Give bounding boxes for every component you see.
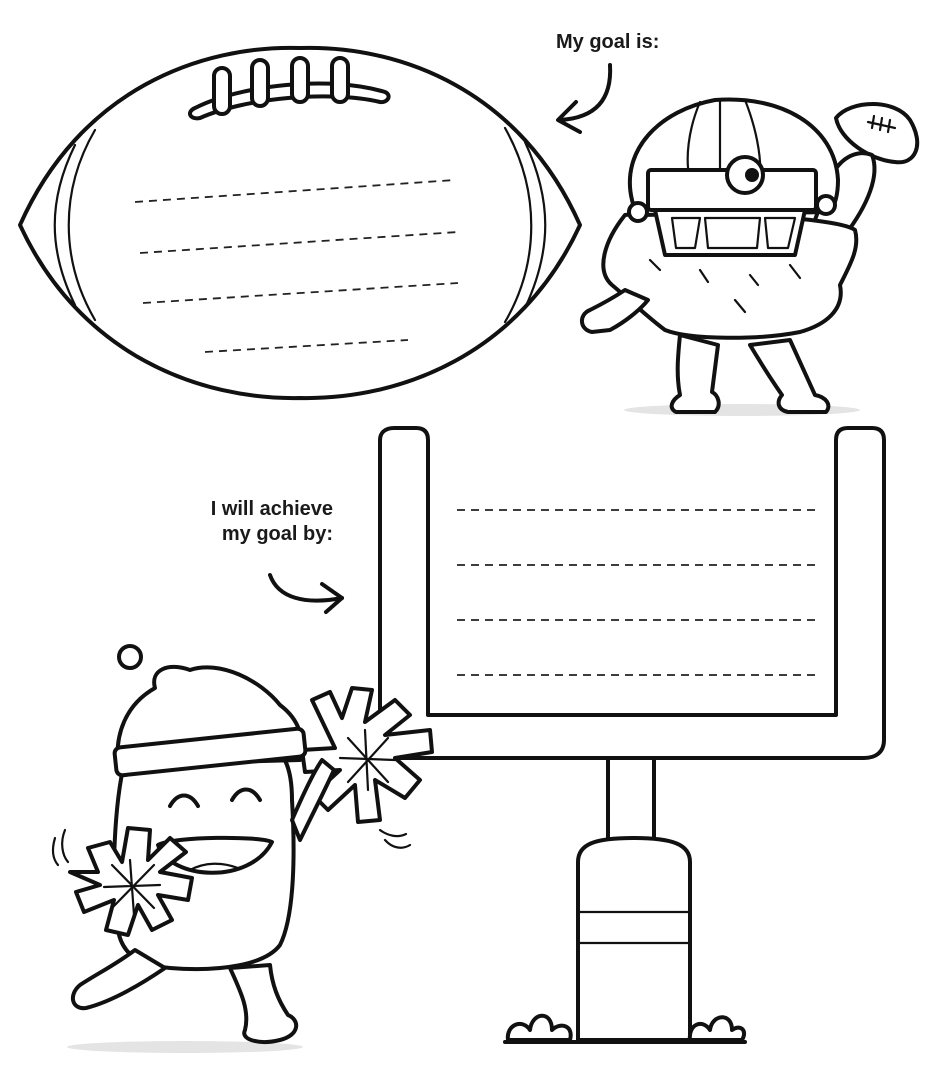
cheerleader-monster-icon	[51, 644, 434, 1053]
achieve-label: I will achieve my goal by:	[170, 497, 333, 547]
goal-label: My goal is:	[556, 31, 660, 53]
goal-writing-lines	[134, 179, 459, 353]
football-player-monster-icon	[580, 97, 920, 416]
football-icon	[18, 45, 582, 401]
achieve-writing-lines	[457, 509, 815, 676]
achieve-label-line1: I will achieve	[210, 498, 333, 520]
curved-arrow-icon	[556, 63, 613, 134]
achieve-label-line2: my goal by:	[221, 523, 333, 545]
goalpost-icon	[378, 426, 886, 1044]
curved-arrow-icon	[268, 573, 344, 614]
